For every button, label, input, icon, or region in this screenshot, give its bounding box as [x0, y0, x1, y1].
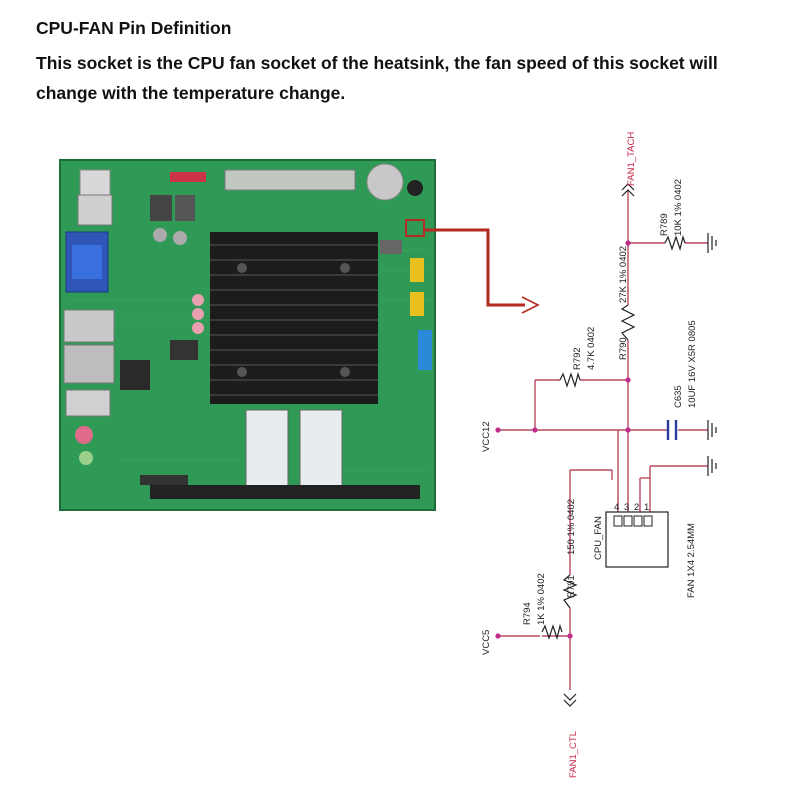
label-connector-ref: CPU_FAN: [593, 516, 604, 560]
resistor-r791: [562, 574, 578, 609]
label-c635-ref: C635: [673, 385, 684, 408]
net-label-fan1-ctl: FAN1_CTL: [568, 731, 579, 778]
capacitor-c635: [666, 420, 678, 440]
label-r790-value: 27K 1% 0402: [618, 246, 629, 303]
pointer-arrow: [424, 228, 540, 314]
resistor-r792: [559, 371, 581, 389]
label-connector-desc: FAN 1X4 2.54MM: [686, 523, 697, 598]
motherboard-image: [59, 159, 436, 511]
resistor-r790: [620, 304, 636, 341]
label-r794-value: 1K 1% 0402: [536, 573, 547, 625]
ground-symbol: [707, 456, 717, 476]
junction-dots: [495, 240, 631, 639]
cpu-fan-connector: [605, 511, 669, 568]
label-r790-ref: R790: [618, 337, 629, 360]
net-arrow-fan1-ctl: [563, 693, 577, 707]
page-title: CPU-FAN Pin Definition: [36, 18, 232, 38]
label-r794-ref: R794: [522, 602, 533, 625]
ground-symbol: [707, 233, 717, 253]
net-label-fan1-tach: FAN1_TACH: [626, 132, 637, 186]
label-r792-value: 4.7K 0402: [586, 327, 597, 370]
label-pin-1: 1: [644, 502, 649, 513]
label-r792-ref: R792: [572, 347, 583, 370]
label-pin-2: 2: [634, 502, 639, 513]
label-r791-ref: R791: [566, 575, 577, 598]
label-pin-3: 3: [624, 502, 629, 513]
label-c635-value: 10UF 16V X5R 0805: [687, 320, 698, 408]
label-pin-4: 4: [614, 502, 619, 513]
label-vcc5: VCC5: [481, 630, 492, 655]
label-r789-value: 10K 1% 0402: [673, 179, 684, 236]
fan-header-highlight: [405, 219, 425, 237]
resistor-r789: [664, 234, 686, 252]
resistor-r794: [541, 623, 563, 641]
label-vcc12: VCC12: [481, 421, 492, 452]
label-r791-value: 150 1% 0402: [566, 499, 577, 555]
ground-symbol: [707, 420, 717, 440]
net-arrow-fan1-tach: [621, 183, 635, 197]
schematic-wires: [498, 190, 708, 690]
label-r789-ref: R789: [659, 213, 670, 236]
description-text: This socket is the CPU fan socket of the…: [36, 53, 718, 103]
